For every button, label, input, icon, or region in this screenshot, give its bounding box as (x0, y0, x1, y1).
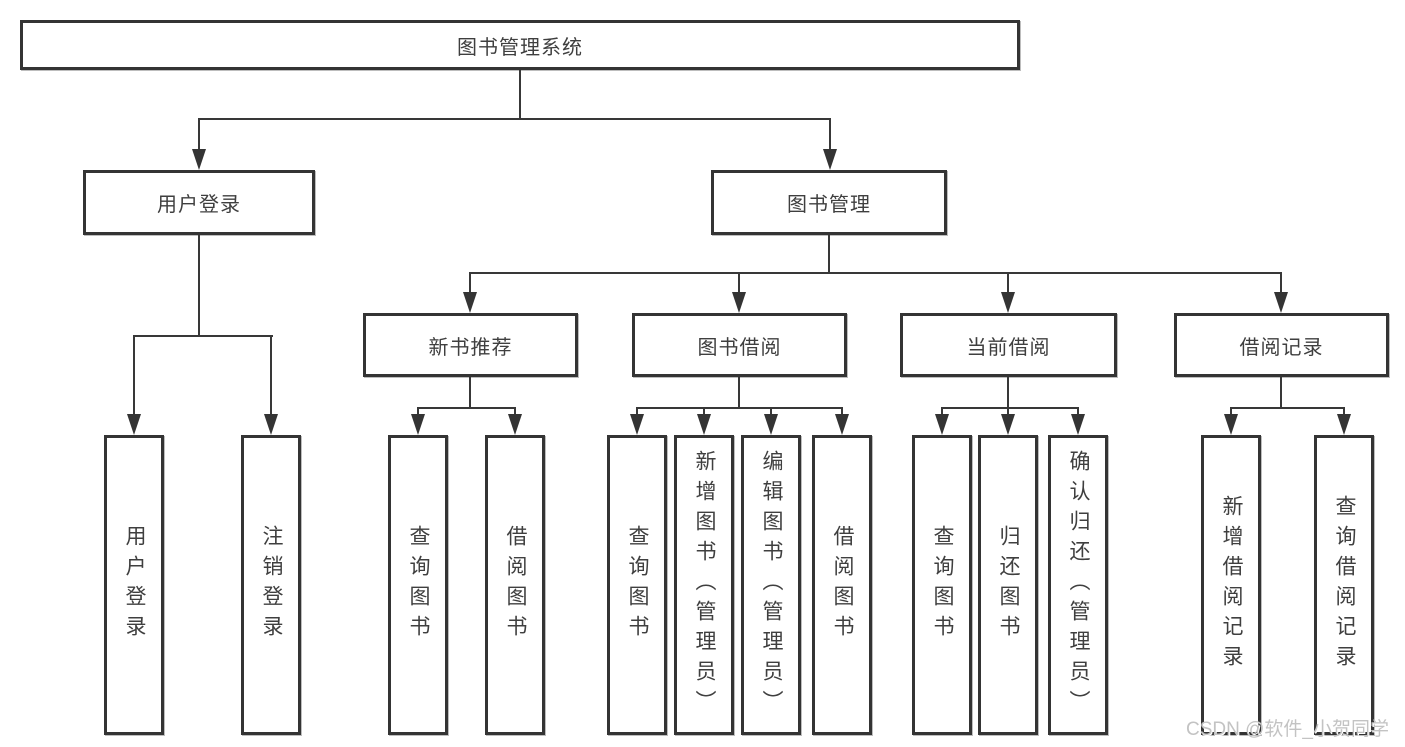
connector-line (469, 272, 1282, 274)
connector-line (1007, 377, 1009, 407)
connector-line (514, 409, 516, 417)
connector-line (198, 118, 831, 120)
connector-arrow-down (1274, 292, 1288, 313)
connector-arrow-down (935, 414, 949, 435)
leaf-label: 新增图书（管理员） (693, 450, 716, 720)
leaf-label: 查询图书 (407, 525, 430, 645)
leaf-add-book-admin: 新增图书（管理员） (674, 435, 734, 735)
leaf-user-login: 用户登录 (104, 435, 164, 735)
leaf-return-book: 归还图书 (978, 435, 1038, 735)
connector-line (1230, 407, 1345, 409)
leaf-label: 用户登录 (123, 525, 146, 645)
connector-line (133, 335, 273, 337)
leaf-query-books-borrow: 查询图书 (607, 435, 667, 735)
connector-line (469, 377, 471, 407)
connector-arrow-down (463, 292, 477, 313)
connector-arrow-down (264, 414, 278, 435)
connector-line (941, 407, 1079, 409)
connector-arrow-down (630, 414, 644, 435)
node-borrow-records: 借阅记录 (1174, 313, 1389, 377)
connector-arrow-down (1071, 414, 1085, 435)
watermark: CSDN @软件_小贺同学 (1186, 719, 1389, 740)
connector-arrow-down (697, 414, 711, 435)
node-book-borrow: 图书借阅 (632, 313, 847, 377)
connector-arrow-down (732, 292, 746, 313)
connector-line (636, 407, 843, 409)
leaf-label: 查询图书 (931, 525, 954, 645)
connector-line (1007, 274, 1009, 294)
connector-line (1230, 409, 1232, 417)
leaf-borrow-books: 借阅图书 (812, 435, 872, 735)
connector-line (1343, 409, 1345, 417)
connector-line (841, 409, 843, 417)
leaf-add-borrow-record: 新增借阅记录 (1201, 435, 1261, 735)
connector-arrow-down (1337, 414, 1351, 435)
leaf-logout: 注销登录 (241, 435, 301, 735)
leaf-label: 借阅图书 (504, 525, 527, 645)
connector-arrow-down (411, 414, 425, 435)
connector-line (417, 409, 419, 417)
node-user-login: 用户登录 (83, 170, 315, 235)
leaf-label: 借阅图书 (831, 525, 854, 645)
leaf-query-borrow-record: 查询借阅记录 (1314, 435, 1374, 735)
connector-line (469, 274, 471, 294)
leaf-query-books-current: 查询图书 (912, 435, 972, 735)
connector-arrow-down (764, 414, 778, 435)
leaf-label: 编辑图书（管理员） (760, 450, 783, 720)
connector-arrow-down (192, 149, 206, 170)
leaf-query-books-recommend: 查询图书 (388, 435, 448, 735)
connector-line (738, 274, 740, 294)
leaf-label: 新增借阅记录 (1220, 495, 1243, 675)
connector-line (829, 120, 831, 151)
connector-line (738, 377, 740, 407)
connector-arrow-down (508, 414, 522, 435)
leaf-label: 注销登录 (260, 525, 283, 645)
connector-line (770, 409, 772, 417)
node-current-borrow: 当前借阅 (900, 313, 1117, 377)
connector-line (198, 235, 200, 335)
connector-line (198, 120, 200, 151)
node-book-management: 图书管理 (711, 170, 947, 235)
connector-line (828, 235, 830, 274)
connector-line (1007, 409, 1009, 417)
connector-line (941, 409, 943, 417)
connector-arrow-down (823, 149, 837, 170)
leaf-edit-book-admin: 编辑图书（管理员） (741, 435, 801, 735)
leaf-label: 查询图书 (626, 525, 649, 645)
node-root: 图书管理系统 (20, 20, 1020, 70)
connector-line (1280, 377, 1282, 407)
connector-arrow-down (1001, 414, 1015, 435)
connector-arrow-down (127, 414, 141, 435)
connector-line (519, 70, 521, 118)
connector-line (703, 409, 705, 417)
connector-line (636, 409, 638, 417)
leaf-label: 归还图书 (997, 525, 1020, 645)
leaf-label: 确认归还（管理员） (1067, 450, 1090, 720)
leaf-label: 查询借阅记录 (1333, 495, 1356, 675)
node-new-book-recommend: 新书推荐 (363, 313, 578, 377)
connector-arrow-down (1001, 292, 1015, 313)
connector-line (417, 407, 516, 409)
connector-line (1077, 409, 1079, 417)
connector-arrow-down (1224, 414, 1238, 435)
leaf-confirm-return-admin: 确认归还（管理员） (1048, 435, 1108, 735)
leaf-borrow-books-recommend: 借阅图书 (485, 435, 545, 735)
connector-line (133, 337, 135, 416)
connector-line (1280, 274, 1282, 294)
connector-line (270, 337, 272, 416)
connector-arrow-down (835, 414, 849, 435)
